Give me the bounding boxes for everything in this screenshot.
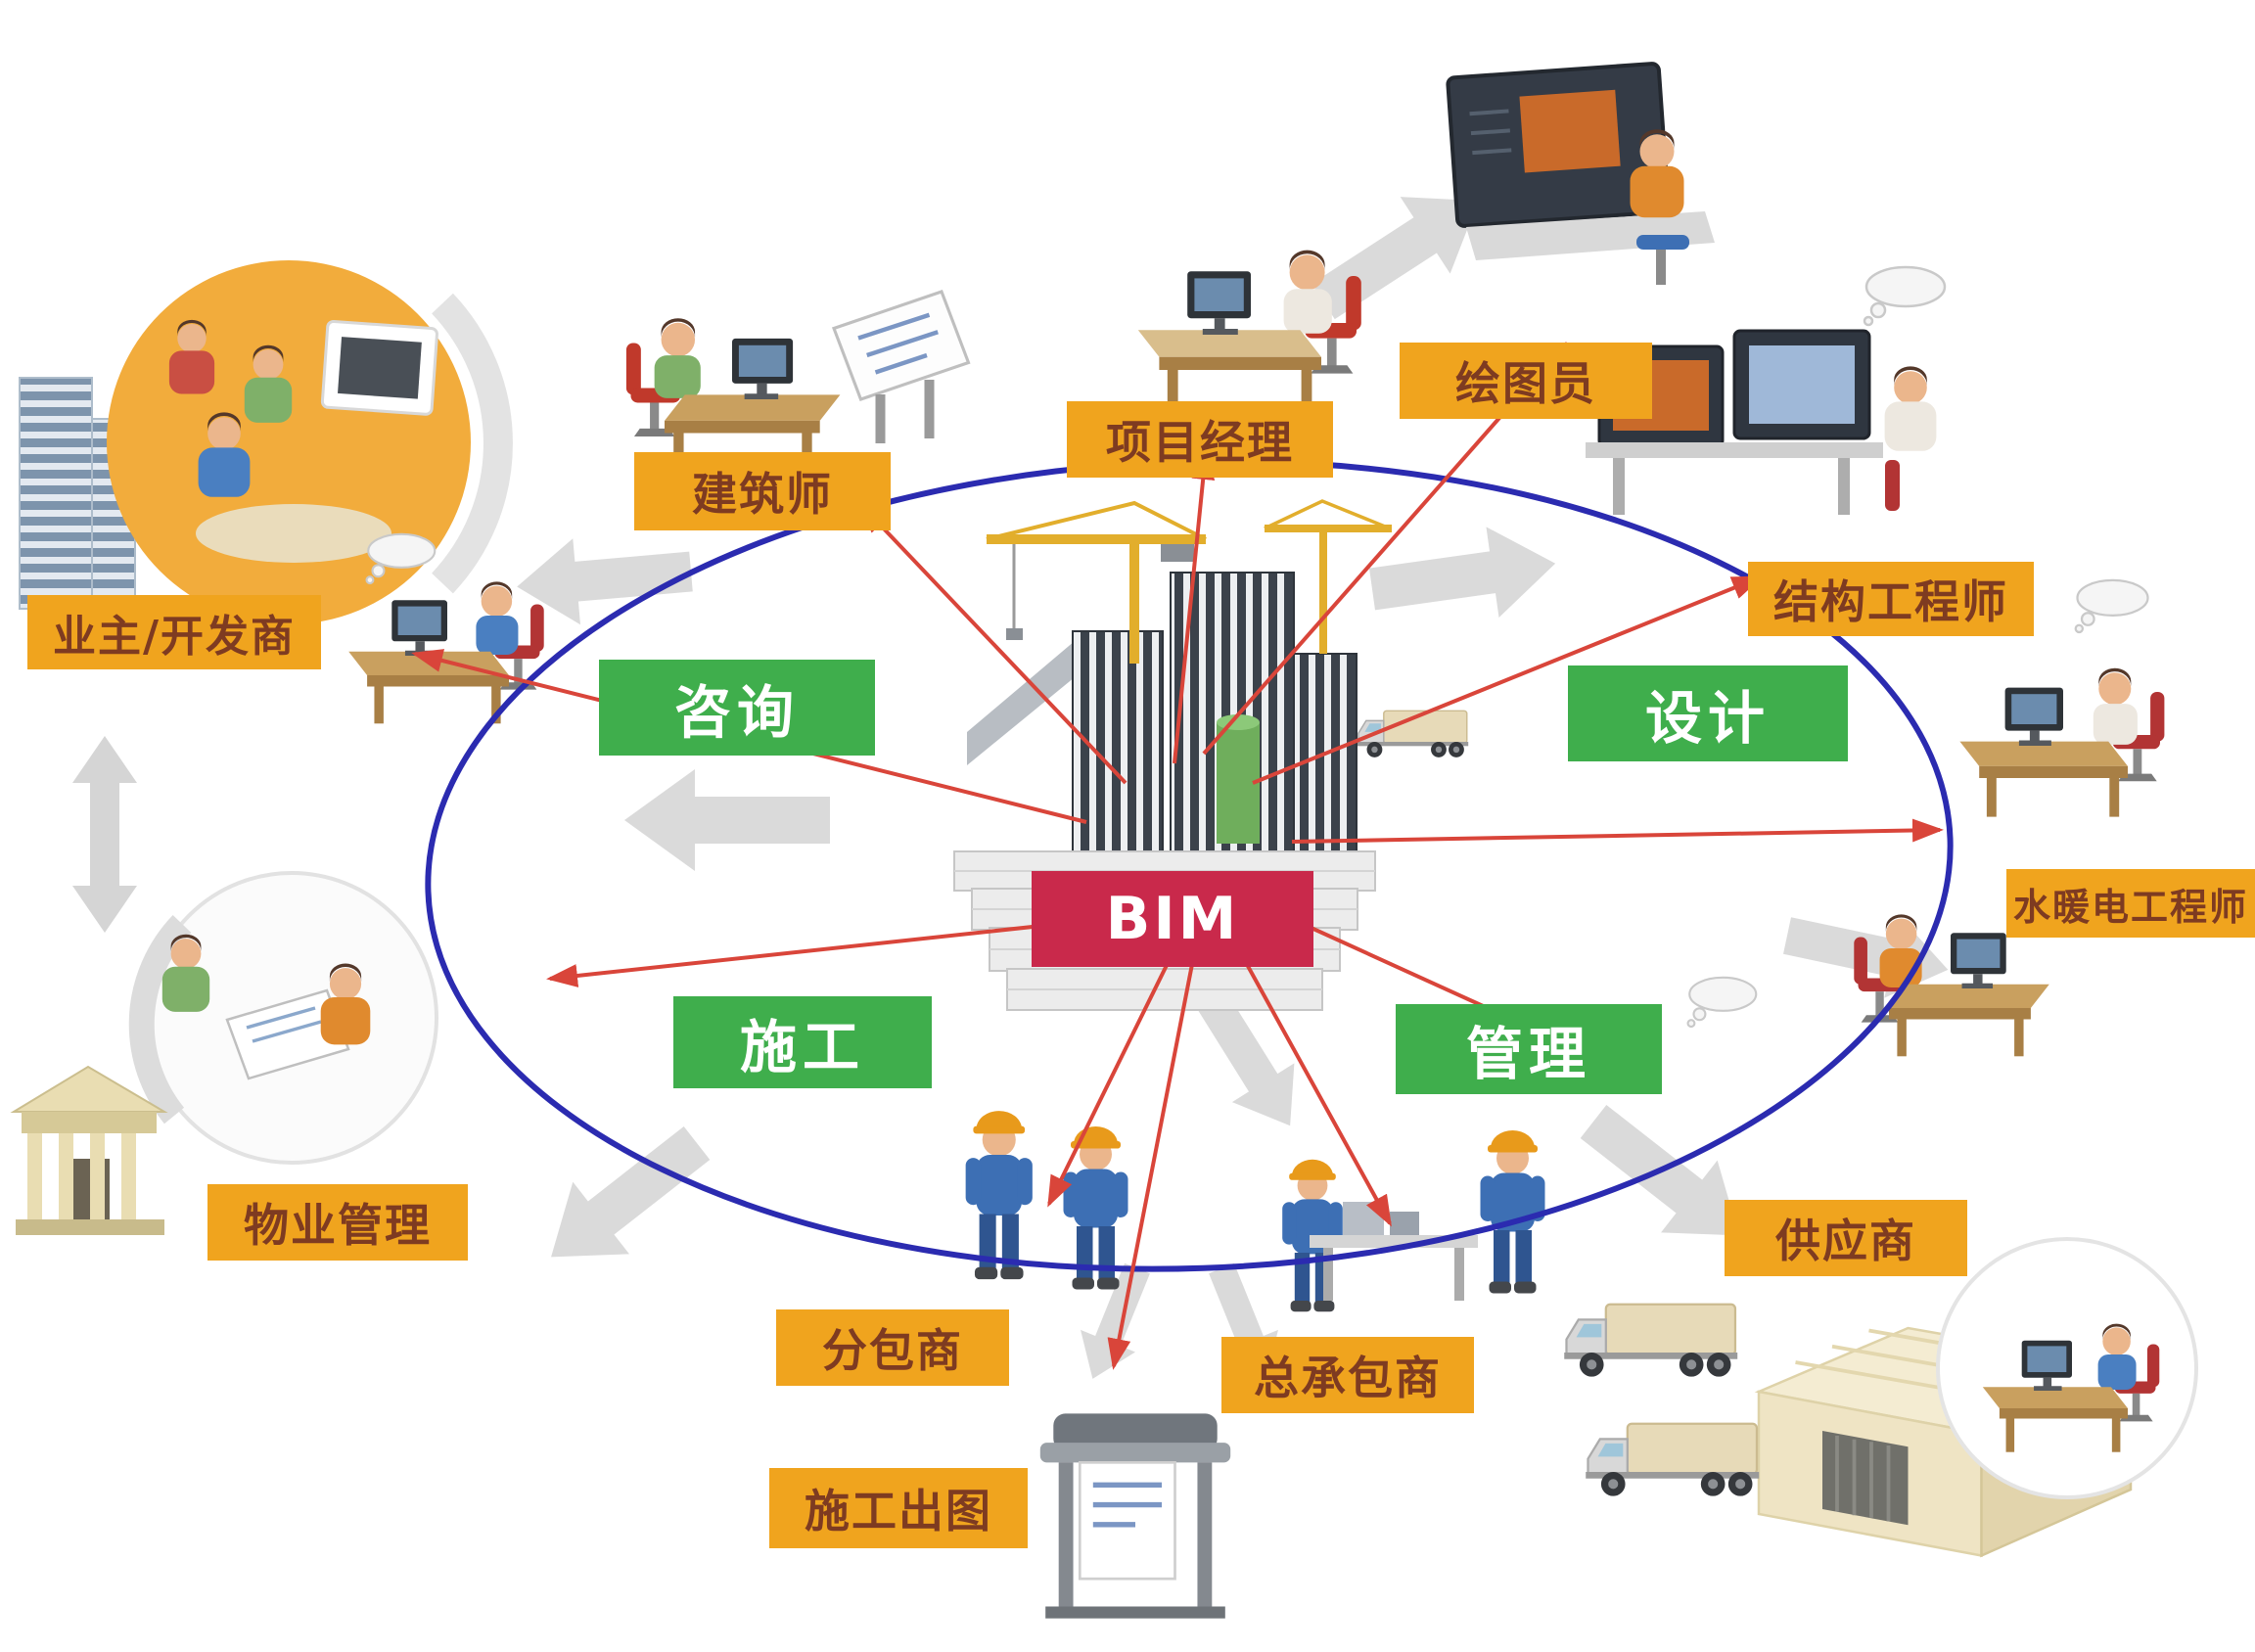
illustrations xyxy=(10,62,2198,1619)
label-structural-engineer: 结构工程师 xyxy=(1748,562,2034,636)
label-subcontractor: 分包商 xyxy=(776,1309,1009,1386)
connector-line xyxy=(1047,948,1176,1208)
connector-line xyxy=(1231,939,1392,1227)
tower-crane-icon xyxy=(1264,499,1392,654)
connector-line xyxy=(1291,818,1944,844)
thought-bubble-icon xyxy=(2074,578,2149,634)
connector-line xyxy=(1252,575,1764,785)
owner-workstation-illustration xyxy=(348,581,544,724)
architect-drafting-board-illustration xyxy=(834,292,969,443)
label-general-contractor: 总承包商 xyxy=(1221,1337,1474,1413)
owner-developer-illustration xyxy=(107,260,513,624)
supplier-illustration xyxy=(1563,1237,2198,1558)
label-phase-consulting: 咨询 xyxy=(599,660,875,756)
highrise-building-illustration xyxy=(19,377,136,610)
thought-bubble-icon xyxy=(1863,265,1947,327)
label-architect: 建筑师 xyxy=(634,452,891,530)
bank-building-illustration xyxy=(10,1065,168,1235)
label-construction-drawings: 施工出图 xyxy=(769,1468,1028,1548)
property-management-illustration xyxy=(128,871,438,1165)
plotter-illustration xyxy=(1040,1413,1230,1618)
connector-line xyxy=(546,918,1097,987)
label-bim-center: BIM xyxy=(1032,871,1313,967)
label-supplier: 供应商 xyxy=(1725,1200,1967,1276)
label-phase-design: 设计 xyxy=(1568,665,1848,761)
mep-engineer-workstation-illustration xyxy=(1959,667,2165,817)
connector-line xyxy=(1173,448,1216,764)
label-owner-developer: 业主/开发商 xyxy=(27,595,321,669)
flow-arrows xyxy=(72,161,1956,1391)
label-phase-construction: 施工 xyxy=(673,996,932,1088)
label-draftsman: 绘图员 xyxy=(1400,343,1652,419)
label-project-manager: 项目经理 xyxy=(1067,401,1333,478)
tower-crane-icon xyxy=(986,500,1207,664)
double-arrow-icon xyxy=(72,736,137,933)
thought-bubble-icon xyxy=(1686,976,1758,1029)
connector-line xyxy=(1107,953,1196,1370)
connector-line xyxy=(858,502,1128,785)
architect-workstation-illustration xyxy=(625,318,841,474)
label-mep-engineer: 水暖电工程师 xyxy=(2006,869,2255,938)
label-property-management: 物业管理 xyxy=(207,1184,468,1261)
construction-workers-illustration xyxy=(965,1111,1545,1312)
draftsman-illustration xyxy=(1446,62,1715,285)
label-phase-management: 管理 xyxy=(1396,1004,1662,1094)
